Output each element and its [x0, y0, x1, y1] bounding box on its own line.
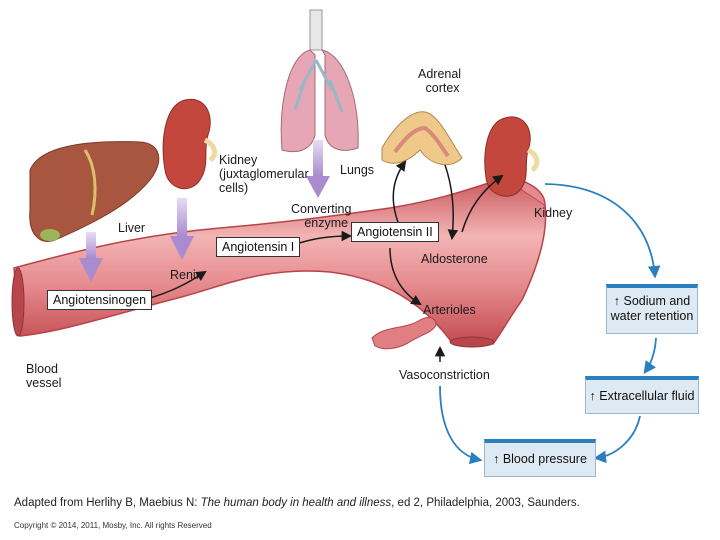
arrow-angiotensinogen-to-renin — [149, 270, 207, 299]
liver-arrow — [79, 232, 103, 282]
label-liver: Liver — [118, 221, 146, 235]
arrow-aldosterone-to-kidney — [461, 174, 504, 233]
renin-arrow — [170, 198, 194, 260]
arrow-adrenal-to-aldosterone — [444, 164, 459, 241]
label-arterioles: Arterioles — [423, 303, 476, 317]
label-adrenal-line1: Adrenal — [418, 67, 462, 81]
label-blood-line2: vessel — [26, 376, 62, 390]
copyright-notice: Copyright © 2014, 2011, Mosby, Inc. All … — [14, 521, 212, 530]
label-adrenal-line2: cortex — [425, 81, 460, 95]
label-renin: Renin — [170, 268, 203, 282]
label-adrenal-cortex: Adrenal cortex — [418, 67, 461, 95]
arrow-fluid-to-pressure — [593, 415, 641, 464]
arteriole-segment — [371, 317, 437, 350]
converting-enzyme-arrow — [306, 140, 330, 198]
arrow-angiotensin2-to-adrenal — [392, 160, 407, 223]
arrow-sodium-to-fluid — [643, 337, 657, 375]
label-kidney-jg-line2: (juxtaglomerular — [219, 167, 309, 181]
liver-illustration — [29, 141, 160, 242]
label-kidney-jg: Kidney (juxtaglomerular cells) — [219, 153, 309, 195]
outcome-sodium-water: ↑ Sodium and water retention — [606, 284, 698, 334]
label-kidney-jg-line1: Kidney — [219, 153, 258, 167]
caption-prefix: Adapted from Herlihy B, Maebius N: — [14, 497, 201, 509]
source-caption: Adapted from Herlihy B, Maebius N: The h… — [14, 497, 580, 509]
arrow-kidney-to-sodium — [544, 183, 661, 279]
label-kidney-jg-line3: cells) — [219, 181, 249, 195]
label-blood-line1: Blood — [26, 362, 58, 376]
arrow-angiotensin2-to-arterioles — [389, 247, 422, 306]
box-angiotensinogen: Angiotensinogen — [47, 290, 153, 310]
label-aldosterone: Aldosterone — [421, 252, 488, 266]
label-converting-line2: enzyme — [304, 216, 349, 230]
adrenal-illustration — [381, 111, 463, 166]
lungs-illustration — [280, 9, 359, 153]
outcome-sodium-line2: water retention — [610, 309, 694, 323]
label-converting-enzyme: Converting enzyme — [291, 202, 351, 230]
outcome-sodium-line1: ↑ Sodium and — [613, 294, 691, 308]
kidney-jg-illustration — [162, 98, 218, 190]
outcome-blood-pressure: ↑ Blood pressure — [484, 439, 596, 477]
outcome-extracellular-fluid: ↑ Extracellular fluid — [585, 376, 699, 414]
label-kidney: Kidney — [534, 206, 573, 220]
label-converting-line1: Converting — [291, 202, 352, 216]
label-vasoconstriction: Vasoconstriction — [399, 368, 490, 382]
arrow-angiotensin1-to-2 — [295, 230, 353, 245]
box-angiotensin-2: Angiotensin II — [351, 222, 439, 242]
caption-title: The human body in health and illness — [200, 497, 392, 509]
arrow-vasoconstriction-to-pressure — [439, 385, 483, 465]
label-blood-vessel: Blood vessel — [26, 362, 61, 390]
caption-suffix: , ed 2, Philadelphia, 2003, Saunders. — [391, 497, 580, 509]
box-angiotensin-1: Angiotensin I — [216, 237, 301, 257]
label-lungs: Lungs — [340, 163, 375, 177]
